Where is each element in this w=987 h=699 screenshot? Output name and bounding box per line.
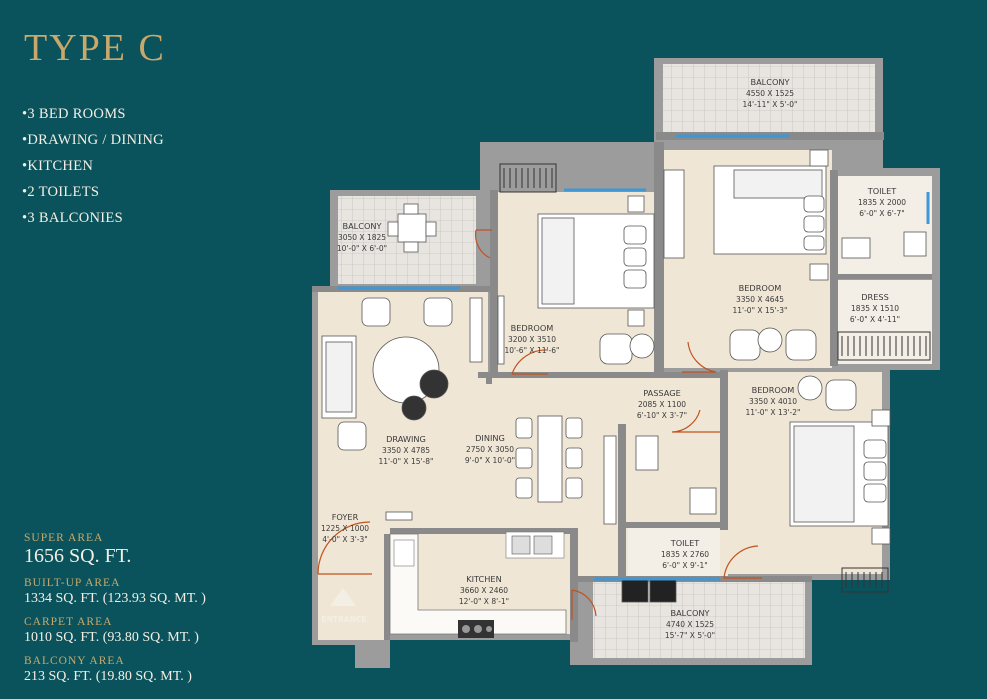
dining-imperial: 9'-0" X 10'-0" [465,456,515,465]
built-up-area-value: 1334 SQ. FT. (123.93 SQ. MT. ) [24,591,206,606]
dining-metric: 2750 X 3050 [466,445,514,454]
dress-metric: 1835 X 1510 [851,304,899,313]
dress-name: DRESS [861,292,889,302]
built-up-area-label: BUILT-UP AREA [24,577,121,589]
entrance-arrow-icon [330,588,356,606]
passage-name: PASSAGE [643,388,681,398]
drawing-metric: 3350 X 4785 [382,446,430,455]
kitchen-imperial: 12'-0" X 8'-1" [459,597,509,606]
bedroom-2-name: BEDROOM [739,283,782,293]
balcony-left-imperial: 10'-0" X 6'-0" [337,244,387,253]
bedroom-1-name: BEDROOM [511,323,554,333]
area-summary: SUPER AREA 1656 SQ. FT. BUILT-UP AREA 13… [24,531,206,693]
bedroom-1-metric: 3200 X 3510 [508,335,556,344]
foyer-imperial: 4'-0" X 3'-3" [322,535,367,544]
entrance-marker: ENTRANCE [322,588,367,624]
windows [338,134,930,581]
toilet-1-name: TOILET [867,186,898,196]
balcony-top-metric: 4550 X 1525 [746,89,794,98]
feature-kitchen: KITCHEN [22,157,164,183]
bedroom-3-imperial: 11'-0" X 13'-2" [746,408,801,417]
feature-drawing-dining: DRAWING / DINING [22,131,164,157]
room-labels: BALCONY 4550 X 1525 14'-11" X 5'-0" TOIL… [321,77,906,640]
bedroom-2-metric: 3350 X 4645 [736,295,784,304]
toilet-2-name: TOILET [670,538,701,548]
toilet-1-floor [836,176,932,276]
carpet-area-label: CARPET AREA [24,616,113,628]
balcony-area-value: 213 SQ. FT. (19.80 SQ. MT. ) [24,669,192,684]
bedroom-3-name: BEDROOM [752,385,795,395]
dining-name: DINING [475,433,505,443]
feature-bedrooms: 3 BED ROOMS [22,105,164,131]
features-list: 3 BED ROOMS DRAWING / DINING KITCHEN 2 T… [22,105,164,235]
drawing-name: DRAWING [386,434,426,444]
dining-table-icon [537,415,563,503]
carpet-area-value: 1010 SQ. FT. (93.80 SQ. MT. ) [24,630,199,645]
balcony-bottom-name: BALCONY [670,608,710,618]
balcony-bottom-metric: 4740 X 1525 [666,620,714,629]
kitchen-name: KITCHEN [466,574,501,584]
balcony-left-metric: 3050 X 1825 [338,233,386,242]
doors [317,229,762,620]
toilet-2-floor [628,528,720,576]
dress-imperial: 6'-0" X 4'-11" [850,315,900,324]
balcony-top-floor [663,64,875,132]
toilet-1-metric: 1835 X 2000 [858,198,906,207]
foyer-metric: 1225 X 1000 [321,524,369,533]
bedroom-1-imperial: 10'-6" X 11'-6" [505,346,560,355]
passage-imperial: 6'-10" X 3'-7" [637,411,687,420]
passage-metric: 2085 X 1100 [638,400,686,409]
balcony-area-label: BALCONY AREA [24,655,125,667]
balcony-bottom-imperial: 15'-7" X 5'-0" [665,631,715,640]
feature-balconies: 3 BALCONIES [22,209,164,235]
toilet-2-metric: 1835 X 2760 [661,550,709,559]
bedroom-2-imperial: 11'-0" X 15'-3" [733,306,788,315]
entrance-label: ENTRANCE [322,615,367,624]
foyer-name: FOYER [332,512,359,522]
feature-toilets: 2 TOILETS [22,183,164,209]
super-area-value: 1656 SQ. FT. [24,545,132,567]
balcony-top-imperial: 14'-11" X 5'-0" [743,100,798,109]
kitchen-counter [389,531,567,638]
super-area-label: SUPER AREA [24,532,104,544]
bedroom-3-metric: 3350 X 4010 [749,397,797,406]
toilet-1-imperial: 6'-0" X 6'-7" [859,209,904,218]
balcony-top-name: BALCONY [750,77,790,87]
furniture [321,149,927,603]
railings [499,163,931,593]
kitchen-metric: 3660 X 2460 [460,586,508,595]
balcony-left-name: BALCONY [342,221,382,231]
drawing-imperial: 11'-0" X 15'-8" [379,457,434,466]
page-title: TYPE C [24,27,166,69]
toilet-2-imperial: 6'-0" X 9'-1" [662,561,707,570]
